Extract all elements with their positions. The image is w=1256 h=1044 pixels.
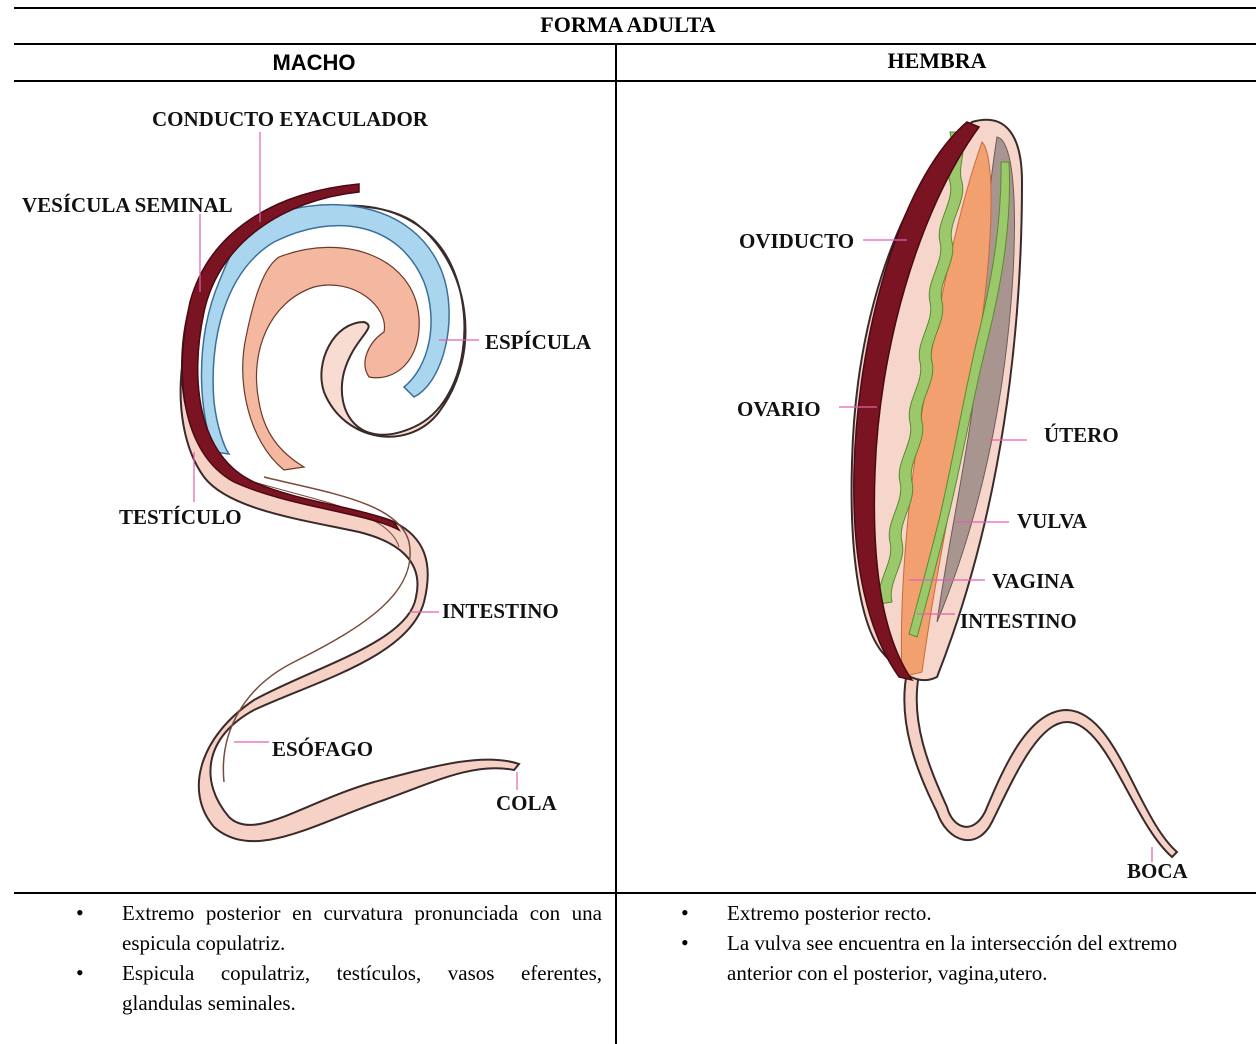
table-title: FORMA ADULTA <box>0 12 1256 38</box>
female-worm-figure: OVIDUCTO OVARIO ÚTERO VULVA VAGINA INTES… <box>617 82 1256 892</box>
label-vagina: VAGINA <box>992 569 1075 593</box>
figure-bottom-rule <box>14 892 1256 894</box>
column-heading-macho: MACHO <box>14 50 614 76</box>
label-utero: ÚTERO <box>1044 423 1119 447</box>
label-testiculo: TESTÍCULO <box>119 505 242 529</box>
label-oviducto: OVIDUCTO <box>739 229 854 253</box>
label-conducto-eyaculador: CONDUCTO EYACULADOR <box>152 107 429 131</box>
male-worm-figure: CONDUCTO EYACULADOR VESÍCULA SEMINAL ESP… <box>14 82 614 892</box>
label-espicula: ESPÍCULA <box>485 330 592 354</box>
list-item: La vulva see encuentra en la intersecció… <box>727 928 1237 988</box>
list-item: Extremo posterior en curvatura pronuncia… <box>122 898 602 958</box>
label-vesicula-seminal: VESÍCULA SEMINAL <box>22 193 233 217</box>
label-intestino-macho: INTESTINO <box>442 599 559 623</box>
female-worm-drawing: OVIDUCTO OVARIO ÚTERO VULVA VAGINA INTES… <box>617 82 1256 892</box>
list-item: Espicula copulatriz, testículos, vasos e… <box>122 958 602 1018</box>
male-worm-drawing: CONDUCTO EYACULADOR VESÍCULA SEMINAL ESP… <box>14 82 614 892</box>
female-tail <box>904 672 1177 857</box>
macho-notes-list: Extremo posterior en curvatura pronuncia… <box>122 898 602 1018</box>
label-cola: COLA <box>496 791 558 815</box>
table-top-rule <box>14 7 1256 9</box>
label-esofago: ESÓFAGO <box>272 737 373 761</box>
label-vulva: VULVA <box>1017 509 1088 533</box>
label-ovario: OVARIO <box>737 397 821 421</box>
label-intestino-hembra: INTESTINO <box>960 609 1077 633</box>
column-heading-hembra: HEMBRA <box>617 48 1256 74</box>
label-boca: BOCA <box>1127 859 1189 883</box>
hembra-notes-list: Extremo posterior recto. La vulva see en… <box>727 898 1237 988</box>
title-bottom-rule <box>14 43 1256 45</box>
list-item: Extremo posterior recto. <box>727 898 1237 928</box>
